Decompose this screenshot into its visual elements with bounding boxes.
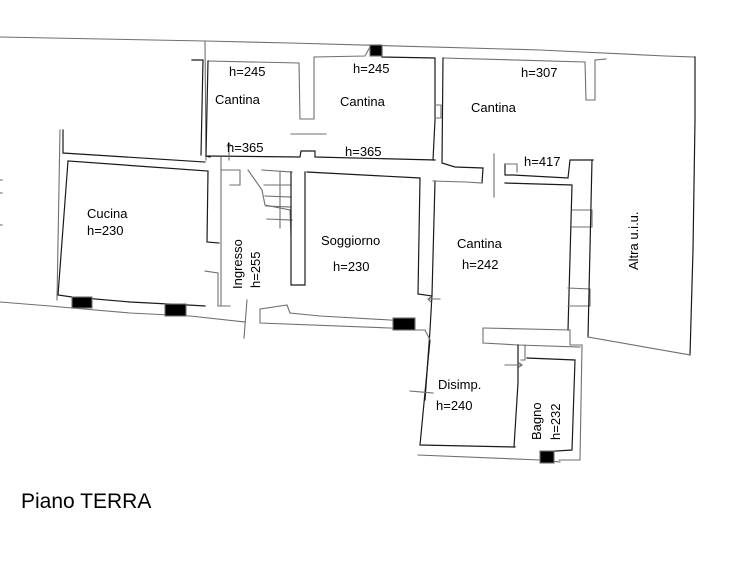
room-height-disimp: h=240 xyxy=(436,398,473,413)
room-height-cucina: h=230 xyxy=(87,223,124,238)
room-height2-cantina-3: h=417 xyxy=(524,154,561,169)
room-label-bagno: Bagno xyxy=(529,402,544,440)
room-height-cantina-2: h=245 xyxy=(353,61,390,76)
room-label-cantina-1: Cantina xyxy=(215,92,260,107)
room-height-ingresso: h=255 xyxy=(248,251,263,288)
room-height-soggiorno: h=230 xyxy=(333,259,370,274)
room-height-cantina-3: h=307 xyxy=(521,65,558,80)
room-label-soggiorno: Soggiorno xyxy=(321,233,381,248)
room-height-bagno: h=232 xyxy=(548,403,563,440)
room-label-cantina-4: Cantina xyxy=(457,236,502,251)
room-height2-cantina-2: h=365 xyxy=(345,144,382,159)
room-label-ingresso: Ingresso xyxy=(230,239,245,289)
room-label-cantina-2: Cantina xyxy=(340,94,385,109)
room-label-cucina: Cucina xyxy=(87,206,128,221)
room-height-cantina-1: h=245 xyxy=(229,64,266,79)
room-label-cantina-3: Cantina xyxy=(471,100,516,115)
room-height2-cantina-1: h=365 xyxy=(227,140,264,155)
room-label-altra-uiu: Altra u.i.u. xyxy=(626,211,641,270)
floor-title: Piano TERRA xyxy=(21,490,152,513)
room-label-disimp: Disimp. xyxy=(438,377,482,392)
room-height-cantina-4: h=242 xyxy=(462,257,499,272)
